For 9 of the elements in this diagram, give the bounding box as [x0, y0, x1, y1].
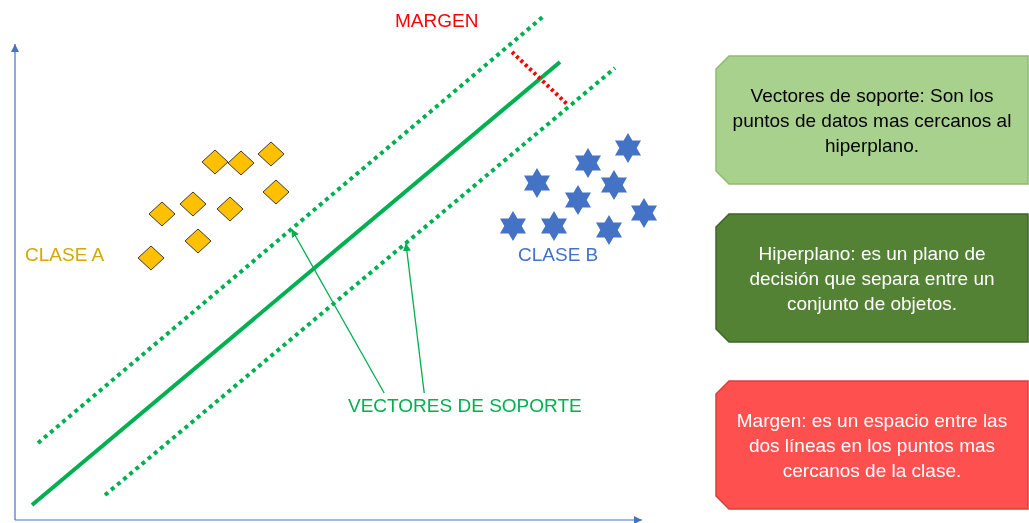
callout-box: Vectores de soporte: Son los puntos de datos mas cercanos al hiperplano. — [715, 55, 1029, 185]
annotation-label: VECTORES DE SOPORTE — [348, 395, 582, 417]
leader-arrow — [402, 242, 425, 394]
class-label: CLASE A — [25, 244, 105, 266]
callout-box: Hiperplano: es un plano de decisión que separa entre un conjunto de objetos. — [715, 213, 1029, 343]
margin-label: MARGEN — [395, 10, 479, 32]
callout-box: Margen: es un espacio entre las dos líneas en los puntos mas cercanos de la clase. — [715, 380, 1029, 510]
class-label: CLASE B — [518, 244, 599, 266]
leader-arrow — [290, 228, 385, 394]
